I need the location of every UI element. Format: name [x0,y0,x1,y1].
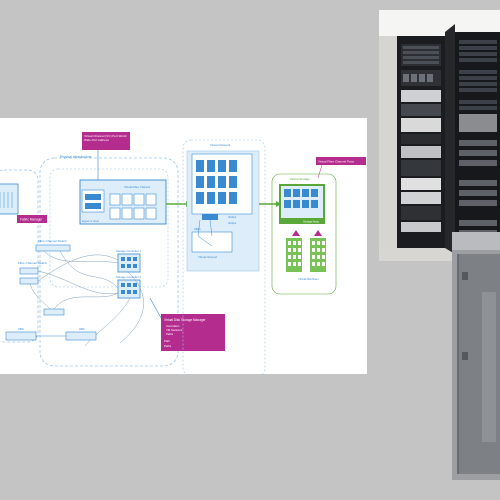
fabric-manager-tag [17,215,47,223]
hba-bar-left [5,331,37,341]
storage-manager-footer-2: Paths [164,344,172,348]
storage-controller-1-label: Storage Controller 1 [116,249,141,253]
fabric-left-label: Virtual Fibre Channel [124,185,151,189]
storage-manager-item-1: Controllers [166,324,180,328]
fibre-links [29,250,144,347]
inner-host-group [49,168,169,288]
hba-port-1 [85,194,101,200]
storage-manager-leader [149,297,162,319]
port-speed-1: 4Gbps [228,215,237,219]
vm-ports-callout-text: Virtual Fibre Channel Ports [318,160,354,164]
vm-group-sub: Storage Array [303,220,320,224]
host-group-label: Physical Infrastructure [60,155,92,159]
hba-label-left: HBA [18,327,24,331]
vm-stack-left [286,230,302,272]
left-server-slots [0,192,13,208]
fc-switch-c [19,277,39,285]
hbas-label: HBAs [194,227,201,231]
storage-manager-item-2: VM Sessions [166,328,183,332]
fc-switch-b-label: Fibre Channel Switch [18,261,47,265]
vm-ports-leader [317,164,323,179]
port-speed-2: 4Gbps [228,221,237,225]
virtual-machines-label: Virtual Machines [298,277,319,281]
left-server [0,183,19,215]
arrow-head-2 [276,201,281,207]
vc-port-callout [82,132,130,150]
storage-controller-1-disks [121,257,137,268]
vswitch-label: Virtual Channel [198,255,217,259]
diagram-canvas: Physical Infrastructure Virtual Channel … [0,132,366,374]
server-rack-photo-partial [452,232,500,480]
hba-group [191,231,233,253]
fc-edge-switch [43,308,65,316]
vm-storage-disks [284,189,318,208]
virtual-switch [202,214,218,220]
storage-manager-footer-1: Path [164,339,170,343]
fc-switch-label: Fibre Channel Switch [38,239,67,243]
vm-ports-callout [316,157,366,165]
storage-manager-title: Virtual Disk Storage Manager [164,318,207,322]
physical-host-group [39,157,179,367]
server-rack-photo-art [379,10,500,261]
left-host-group [0,169,39,343]
vm-slot-grid [109,193,157,220]
vm-stack-right [310,230,326,272]
storage-controller-2-disks [121,283,137,294]
vm-host-rack-units [196,160,237,204]
hba-label-right: HBA [79,327,85,331]
fc-switch [35,244,71,252]
hba-bar-right [65,331,97,341]
vm-group-label: Virtual Storage [290,177,310,181]
server-rack-photo [379,10,500,261]
storage-architecture-diagram: Physical Infrastructure Virtual Channel … [0,118,367,374]
storage-controller-1 [117,253,141,273]
virtual-network-group [182,139,266,374]
storage-controller-2-label: Storage Controller 2 [116,275,141,279]
storage-manager-item-3: Paths [166,332,174,336]
hba-port-2 [85,203,101,209]
fc-switch-b [19,267,39,275]
storage-controller-2 [117,279,141,299]
vc-port-callout-text: Virtual Channel (VC) Port World Wide Por… [84,134,127,142]
fabric-manager-label: Fabric Manager [20,218,43,222]
server-rack-photo-partial-art [452,232,500,480]
virtual-network-label: Virtual Network [210,143,231,147]
hyperv-host-label: Hyper-V Host [82,219,99,223]
storage-manager-panel [161,314,225,351]
hba-group-links [197,219,213,247]
vm-group [271,173,337,295]
